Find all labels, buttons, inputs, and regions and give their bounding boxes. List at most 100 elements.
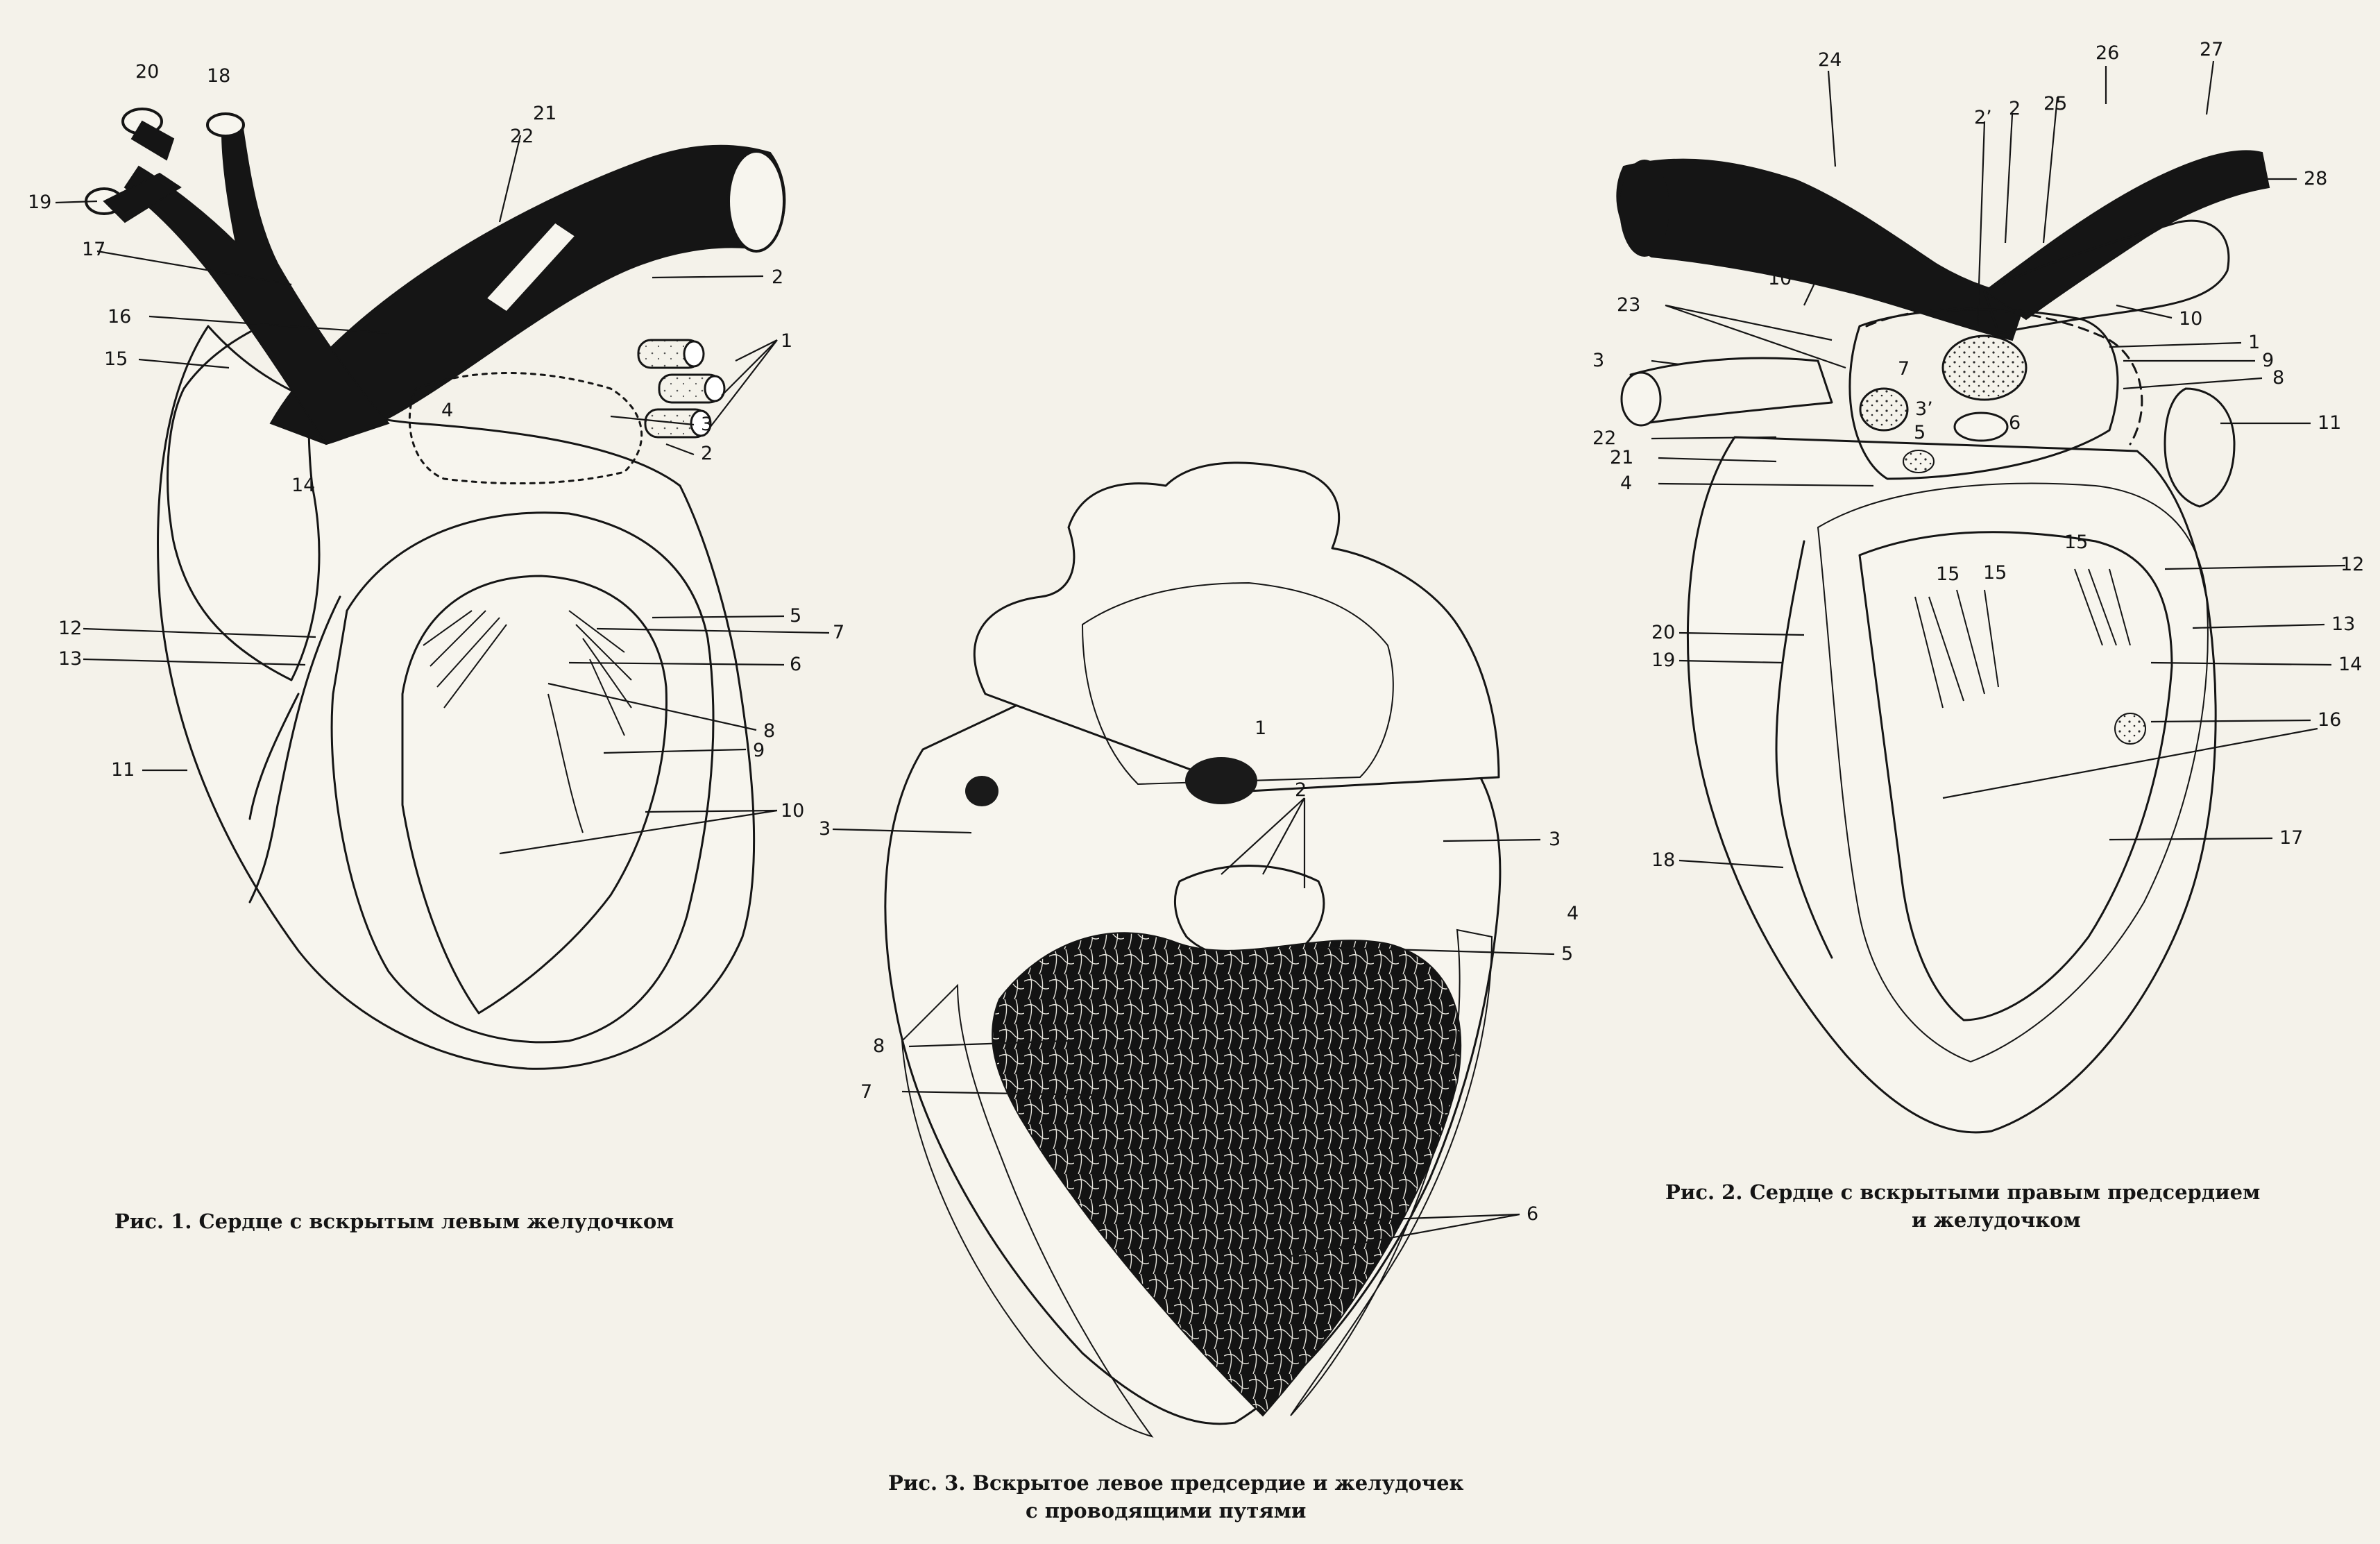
fig2-label: 2’ [1974, 107, 1992, 128]
fig2-beaded-border [1865, 307, 2143, 446]
fig1-label: 13 [58, 648, 82, 670]
fig3-atrium-flaps [973, 461, 1500, 792]
figure-1 [85, 108, 786, 1070]
fig2-label: 22 [1592, 427, 1616, 449]
fig3-conduction-network [992, 932, 1462, 1417]
fig2-label: 3’ [1915, 398, 1933, 420]
fig1-label: 16 [108, 306, 131, 328]
fig1-label: 2 [772, 266, 783, 288]
fig1-coronary-vessels [248, 595, 341, 904]
fig2-ventricle-cavity [1858, 531, 2173, 1021]
fig2-label: 13 [2331, 613, 2355, 635]
fig1-ventricle-cavity [401, 575, 668, 1015]
figure-3-labels: 1 2 3 3 4 5 8 7 6 [819, 718, 1579, 1225]
fig3-atrium-interior [1081, 582, 1394, 786]
fig3-label: 7 [860, 1081, 872, 1103]
fig2-label: 9 [2262, 350, 2274, 371]
fig2-opening-6 [1953, 412, 2009, 442]
fig2-label: 23 [1617, 294, 1640, 316]
fig1-label: 18 [207, 65, 230, 87]
fig2-label: 15 [1983, 562, 2007, 584]
fig2-papillary-16 [2114, 713, 2146, 745]
fig2-label: 14 [2338, 654, 2362, 675]
figure-3-caption-line-2: с проводящими путями [1026, 1499, 1306, 1522]
fig3-opening-1 [1185, 757, 1257, 804]
fig2-arch-branches [1983, 150, 2270, 321]
fig2-label: 5 [1914, 422, 1926, 443]
fig2-label: 20 [1651, 622, 1675, 643]
fig2-label: 17 [2279, 827, 2303, 849]
fig1-label: 3 [701, 414, 713, 435]
fig2-aorta-lumen [1620, 160, 1669, 257]
fig1-label: 9 [753, 740, 765, 761]
figure-3 [884, 461, 1502, 1438]
fig2-label: 27 [2200, 39, 2223, 60]
fig3-label: 1 [1255, 718, 1266, 739]
figure-2 [1616, 150, 2270, 1134]
fig2-label: 4 [1620, 473, 1632, 494]
fig1-label: 8 [763, 720, 775, 742]
fig1-label: 12 [58, 618, 82, 639]
fig2-label: 2 [2009, 98, 2021, 119]
fig1-label: 7 [833, 622, 844, 643]
fig3-label: 2 [1295, 779, 1307, 801]
fig2-ventricle-wall [1817, 482, 2209, 1063]
fig2-label: 1 [2248, 332, 2260, 353]
fig1-left-atrium [408, 372, 643, 485]
fig2-label: 16 [2318, 709, 2341, 731]
fig2-label: 25 [2043, 93, 2067, 114]
fig3-label: 3 [819, 818, 831, 840]
fig1-label: 2 [701, 443, 713, 464]
fig2-heart-outline [1687, 436, 2217, 1134]
fig1-label: 20 [135, 61, 159, 83]
fig2-label: 7 [1898, 358, 1910, 380]
fig1-label: 17 [82, 239, 105, 260]
fig2-label: 3 [1592, 350, 1604, 371]
fig2-valve-ring-11 [2164, 387, 2236, 508]
fig2-label: 19 [1651, 650, 1675, 671]
fig1-label: 19 [28, 192, 51, 213]
fig1-label: 10 [781, 800, 804, 822]
leader-lines [55, 60, 2346, 1257]
fig1-label: 15 [104, 348, 128, 370]
fig2-label: 24 [1818, 49, 1842, 71]
fig1-ventricle-wall [330, 511, 715, 1044]
fig1-ligament [484, 221, 578, 314]
fig1-label: 22 [510, 126, 534, 147]
fig3-wall-right [1290, 928, 1493, 1416]
fig2-label: 15 [1936, 563, 1960, 585]
fig2-label: 21 [1610, 447, 1633, 468]
fig2-opening-5 [1903, 450, 1935, 473]
fig3-wall-left [901, 983, 1154, 1438]
fig2-label: 10 [2179, 308, 2202, 330]
fig2-label: 26 [2096, 42, 2119, 64]
fig2-label: 28 [2304, 168, 2327, 189]
fig3-opening-3-left [965, 776, 998, 806]
fig2-vena-cava [1629, 357, 1833, 425]
fig1-chordae [423, 610, 632, 833]
figure-3-caption-line-1: Рис. 3. Вскрытое левое предсердие и желу… [888, 1471, 1464, 1495]
fig2-label: 15 [2064, 532, 2088, 553]
fig2-opening-2prime [1941, 334, 2028, 401]
fig3-label: 8 [873, 1035, 885, 1057]
fig2-label: 8 [2272, 367, 2284, 389]
fig1-vessel-18 [206, 112, 245, 137]
fig2-vena-cava-lumen [1620, 371, 1662, 427]
fig1-svc-branches [124, 127, 390, 446]
fig2-coronary-vessels [1775, 540, 1833, 959]
figure-2-caption-line-1: Рис. 2. Сердце с вскрытыми правым предсе… [1665, 1180, 2260, 1204]
fig2-opening-3prime [1859, 387, 1909, 432]
fig2-aorta [1616, 158, 2028, 341]
fig1-label: 11 [111, 759, 135, 781]
fig2-label: 10 [1768, 268, 1792, 289]
fig3-label: 3 [1549, 829, 1561, 850]
figure-2-labels: 24 25 26 27 2’ 2 28 10 10 23 1 3 7 9 8 3… [1592, 39, 2364, 871]
fig1-left-auricle [167, 311, 321, 681]
fig3-label: 4 [1567, 903, 1579, 924]
fig2-label: 6 [2009, 412, 2021, 434]
fig1-label: 1 [781, 330, 792, 352]
fig2-right-atrium [1848, 308, 2119, 480]
fig2-label: 18 [1651, 849, 1675, 871]
